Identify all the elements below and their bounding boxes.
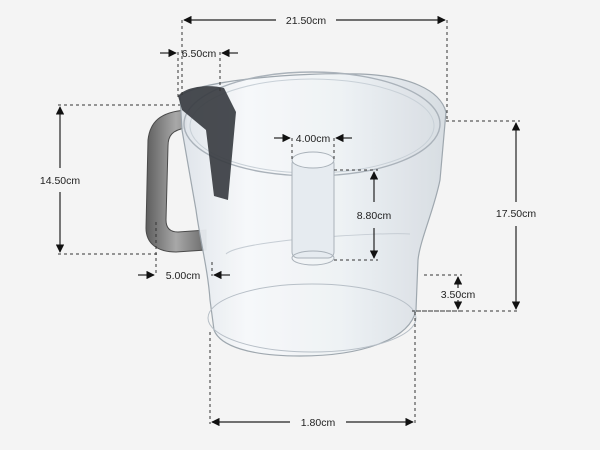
dim-handle-height-label: 14.50cm — [40, 175, 81, 187]
dim-base-width: 1.80cm — [209, 312, 416, 429]
dim-spindle-height: 8.80cm — [334, 169, 392, 261]
bowl — [145, 71, 447, 357]
dim-base-offset: 5.00cm — [138, 222, 230, 282]
dim-base-width-label: 1.80cm — [301, 417, 336, 429]
dim-total-height-label: 17.50cm — [496, 208, 537, 220]
dim-base-step: 3.50cm — [416, 274, 476, 312]
dim-total-height: 17.50cm — [412, 120, 537, 312]
dim-spindle-height-label: 8.80cm — [357, 210, 392, 222]
dim-base-step-label: 3.50cm — [441, 289, 476, 301]
dim-top-width-label: 21.50cm — [286, 15, 327, 27]
bowl-base — [207, 283, 417, 353]
bowl-spindle — [291, 151, 335, 266]
dim-spindle-width: 4.00cm — [274, 133, 352, 160]
bowl-lid-collar — [178, 86, 236, 200]
dim-spindle-width-label: 4.00cm — [296, 133, 331, 145]
dim-handle-gap-label: 6.50cm — [182, 48, 217, 60]
dim-base-offset-label: 5.00cm — [166, 270, 201, 282]
dim-top-width: 21.50cm — [181, 15, 448, 120]
dim-handle-gap: 6.50cm — [160, 48, 238, 100]
dim-handle-height: 14.50cm — [40, 104, 180, 255]
